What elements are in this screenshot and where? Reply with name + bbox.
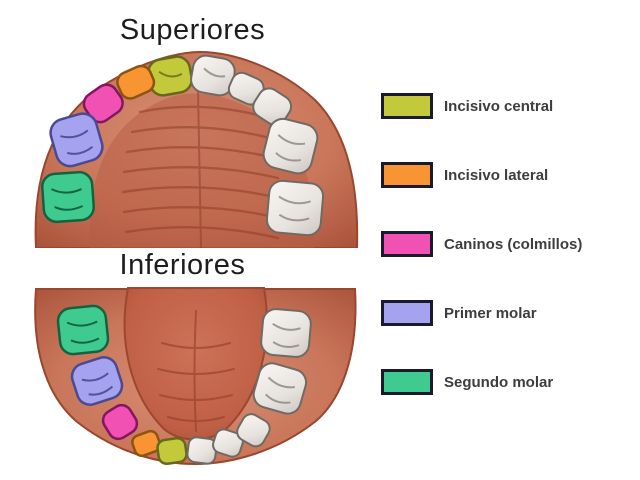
legend-label-primer-molar: Primer molar <box>444 304 537 322</box>
tooth-groove-lines <box>264 376 295 404</box>
palate-rugae-lines <box>121 89 281 248</box>
legend-item-incisivo-lateral: Incisivo lateral <box>381 162 582 188</box>
tooth-groove-lines <box>60 129 94 155</box>
lower-arch-title: Inferiores <box>119 249 246 281</box>
legend-label-segundo-molar: Segundo molar <box>444 373 554 391</box>
upper-arch-illustration <box>34 50 359 248</box>
upper-right-canine-tooth <box>252 87 293 127</box>
upper-left-first-molar-tooth <box>49 112 104 168</box>
legend-swatch-caninos <box>381 231 433 257</box>
legend-item-incisivo-central: Incisivo central <box>381 93 582 119</box>
tooth-groove-lines <box>278 195 311 222</box>
legend-item-caninos: Caninos (colmillos) <box>381 231 582 257</box>
lower-left-second-molar-tooth <box>56 304 110 356</box>
upper-right-second-molar-tooth <box>265 179 325 237</box>
tooth-groove-lines <box>275 134 306 162</box>
upper-left-lateral-incisor-tooth <box>116 64 156 100</box>
upper-left-second-molar-tooth <box>41 170 95 224</box>
lower-left-first-molar-tooth <box>70 356 124 406</box>
legend-swatch-incisivo-lateral <box>381 162 433 188</box>
lower-right-canine-tooth <box>236 413 271 448</box>
tooth-groove-lines <box>203 67 226 78</box>
legend-label-incisivo-lateral: Incisivo lateral <box>444 166 549 184</box>
legend-swatch-segundo-molar <box>381 369 433 395</box>
legend-swatch-incisivo-central <box>381 93 433 119</box>
tooth-groove-lines <box>50 188 84 211</box>
legend-label-incisivo-central: Incisivo central <box>444 97 554 115</box>
legend-label-caninos: Caninos (colmillos) <box>444 235 583 253</box>
lower-right-lateral-incisor-tooth <box>212 428 244 458</box>
upper-arch-title: Superiores <box>119 14 266 46</box>
lower-left-lateral-incisor-tooth <box>131 429 162 458</box>
legend-swatch-primer-molar <box>381 300 433 326</box>
lower-arch-illustration <box>34 287 357 466</box>
lower-left-canine-tooth <box>101 403 139 441</box>
legend-item-segundo-molar: Segundo molar <box>381 369 582 395</box>
lower-right-first-molar-tooth <box>252 362 308 415</box>
legend-item-primer-molar: Primer molar <box>381 300 582 326</box>
upper-left-central-incisor-tooth <box>147 55 193 97</box>
lower-right-central-incisor-tooth <box>186 436 218 465</box>
lower-left-central-incisor-tooth <box>156 436 188 466</box>
lower-right-second-molar-tooth <box>260 308 312 358</box>
tongue-groove-lines <box>157 310 235 432</box>
upper-right-first-molar-tooth <box>262 117 319 175</box>
tooth-groove-lines <box>66 320 100 344</box>
tooth-groove-lines <box>158 70 183 78</box>
tooth-groove-lines <box>81 372 114 396</box>
tooth-type-legend: Incisivo central Incisivo lateral Canino… <box>381 93 582 438</box>
tooth-groove-lines <box>272 322 301 348</box>
